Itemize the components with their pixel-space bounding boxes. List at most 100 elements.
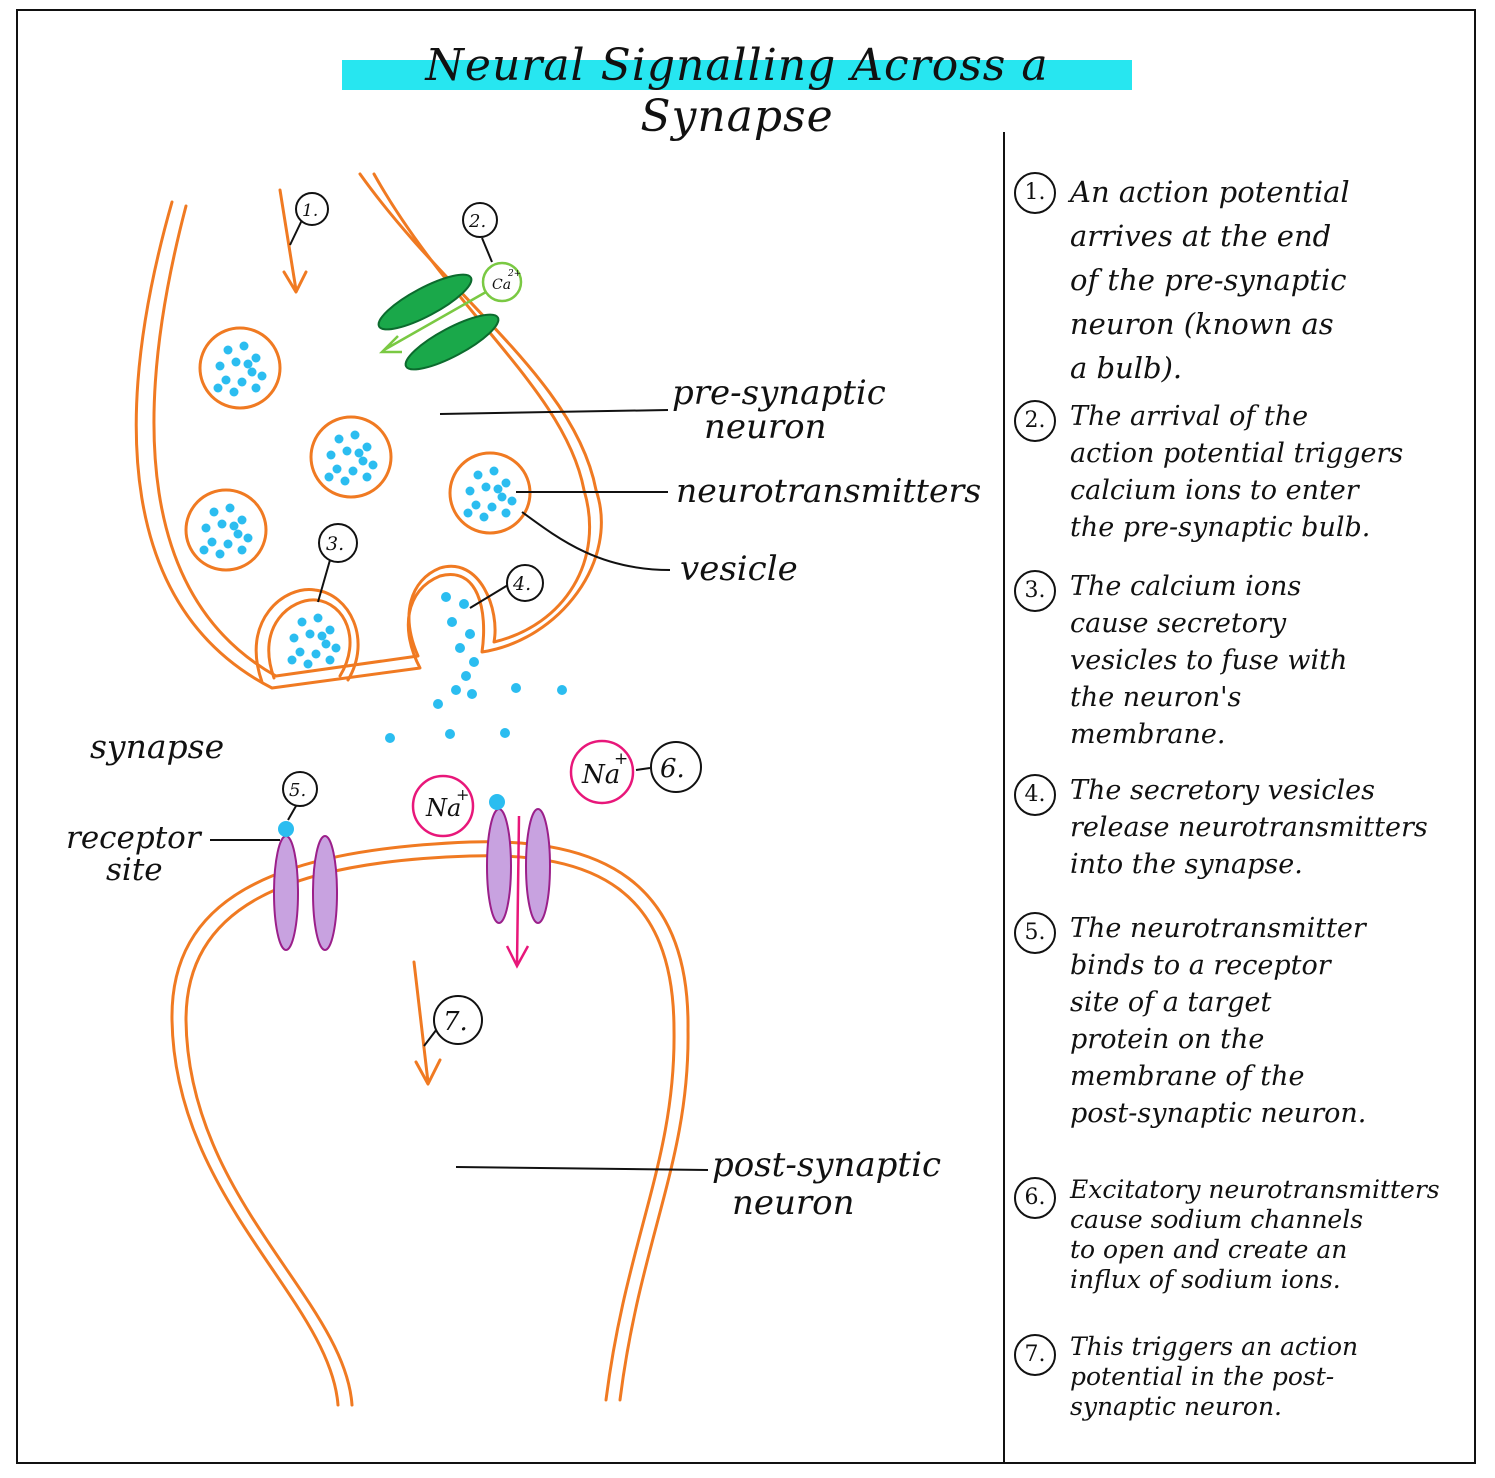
neurotransmitter-dot [354, 448, 364, 458]
step-line: calcium ions to enter [1070, 475, 1359, 506]
marker-1: 1. [295, 192, 329, 226]
calcium-influx-arrow [378, 290, 487, 354]
label-receptor-2: site [106, 852, 163, 888]
neurotransmitter-dot [209, 507, 219, 517]
vesicle-1 [198, 326, 282, 410]
neurotransmitter-dot [340, 476, 350, 486]
step-line: The calcium ions [1070, 571, 1302, 602]
neurotransmitter-dot [243, 359, 253, 369]
page-title: Neural Signalling Across a Synapse [425, 40, 1049, 142]
svg-text:Na: Na [425, 794, 461, 822]
svg-text:7.: 7. [443, 1007, 468, 1037]
arrow-action-potential-1 [278, 188, 308, 294]
step-line: An action potential [1070, 175, 1350, 209]
neurotransmitter-dot [201, 523, 211, 533]
step-number: 1. [1014, 172, 1056, 214]
svg-text:Na: Na [581, 760, 620, 790]
step-2: 2. The arrival of the action potential t… [1014, 398, 1403, 546]
released-neurotransmitter-dot [557, 685, 567, 695]
neurotransmitter-dot [295, 647, 305, 657]
neurotransmitter-dot [332, 464, 342, 474]
neurotransmitter-dot [368, 460, 378, 470]
step-line: post-synaptic neuron. [1070, 1098, 1367, 1129]
step-4: 4. The secretory vesicles release neurot… [1014, 772, 1428, 883]
label-post-synaptic: post-synaptic [712, 1145, 941, 1185]
step-number: 4. [1014, 774, 1056, 816]
sodium-ion-1: Na + [411, 774, 475, 838]
bound-neurotransmitter-left [278, 821, 294, 837]
step-line: synaptic neuron. [1070, 1392, 1282, 1421]
neurotransmitter-dot [237, 515, 247, 525]
neurotransmitter-dot [251, 383, 261, 393]
svg-text:+: + [456, 785, 469, 804]
vesicle-3 [184, 488, 268, 572]
neurotransmitter-dot [487, 502, 497, 512]
step-line: into the synapse. [1070, 849, 1303, 880]
step-line: release neurotransmitters [1070, 812, 1428, 843]
svg-text:5.: 5. [289, 780, 306, 801]
neurotransmitter-dot [199, 545, 209, 555]
label-synapse: synapse [90, 727, 224, 766]
step-line: vesicles to fuse with [1070, 645, 1348, 676]
neurotransmitter-dot [471, 500, 481, 510]
neurotransmitter-dot [215, 549, 225, 559]
neurotransmitter-dot [317, 631, 327, 641]
neurotransmitter-dot [350, 430, 360, 440]
svg-text:6.: 6. [660, 754, 685, 784]
step-1: 1. An action potential arrives at the en… [1014, 170, 1350, 390]
pre-synaptic-membrane-inner [152, 172, 592, 678]
step-line: to open and create an [1070, 1235, 1348, 1264]
marker-5: 5. [282, 771, 318, 807]
step-line: influx of sodium ions. [1070, 1265, 1341, 1294]
neurotransmitter-dot [217, 519, 227, 529]
neurotransmitter-dot [213, 383, 223, 393]
released-neurotransmitter-dot [451, 685, 461, 695]
svg-text:2.: 2. [468, 211, 486, 232]
step-number: 2. [1014, 400, 1056, 442]
column-divider [1003, 132, 1005, 1462]
step-line: the neuron's [1070, 682, 1242, 713]
neurotransmitter-dot [297, 617, 307, 627]
diagram-frame [16, 9, 1476, 1464]
step-line: cause sodium channels [1070, 1205, 1364, 1234]
step-text: The arrival of the action potential trig… [1070, 398, 1403, 546]
neurotransmitter-dot [479, 512, 489, 522]
step-line: a bulb). [1070, 351, 1183, 385]
neurotransmitter-dot [362, 442, 372, 452]
released-neurotransmitter-dot [461, 671, 471, 681]
neurotransmitter-dot [221, 375, 231, 385]
step-line: cause secretory [1070, 608, 1287, 639]
step-line: of the pre-synaptic [1070, 263, 1347, 297]
step-text: Excitatory neurotransmitters cause sodiu… [1070, 1175, 1440, 1295]
step-number: 7. [1014, 1334, 1056, 1376]
neurotransmitter-dot [493, 484, 503, 494]
released-neurotransmitter-dot [500, 728, 510, 738]
receptor-protein-right [486, 808, 551, 924]
released-neurotransmitter-dot [455, 643, 465, 653]
released-neurotransmitter-dot [447, 617, 457, 627]
neurotransmitter-dots [199, 341, 567, 743]
leader-vesicle [521, 511, 671, 571]
step-line: membrane of the [1070, 1061, 1305, 1092]
marker-3: 3. [318, 523, 358, 563]
svg-text:1.: 1. [302, 201, 318, 221]
step-line: site of a target [1070, 987, 1272, 1018]
label-pre-synaptic: pre-synaptic [672, 373, 886, 413]
label-neurotransmitters: neurotransmitters [676, 471, 981, 510]
step-number: 6. [1014, 1177, 1056, 1219]
step-line: potential in the post- [1070, 1362, 1335, 1391]
step-text: The calcium ions cause secretory vesicle… [1070, 568, 1347, 753]
neurotransmitter-dot [362, 472, 372, 482]
neurotransmitter-dot [463, 508, 473, 518]
neurotransmitter-dot [325, 625, 335, 635]
step-5: 5. The neurotransmitter binds to a recep… [1014, 910, 1366, 1132]
neurotransmitter-dot [231, 357, 241, 367]
neurotransmitter-dot [251, 353, 261, 363]
pre-synaptic-membrane-outer [134, 172, 603, 690]
step-line: neuron (known as [1070, 307, 1334, 341]
released-neurotransmitter-dot [441, 592, 451, 602]
step-number: 3. [1014, 570, 1056, 612]
neurotransmitter-dot [348, 466, 358, 476]
neurotransmitter-dot [207, 537, 217, 547]
neurotransmitter-dot [501, 508, 511, 518]
